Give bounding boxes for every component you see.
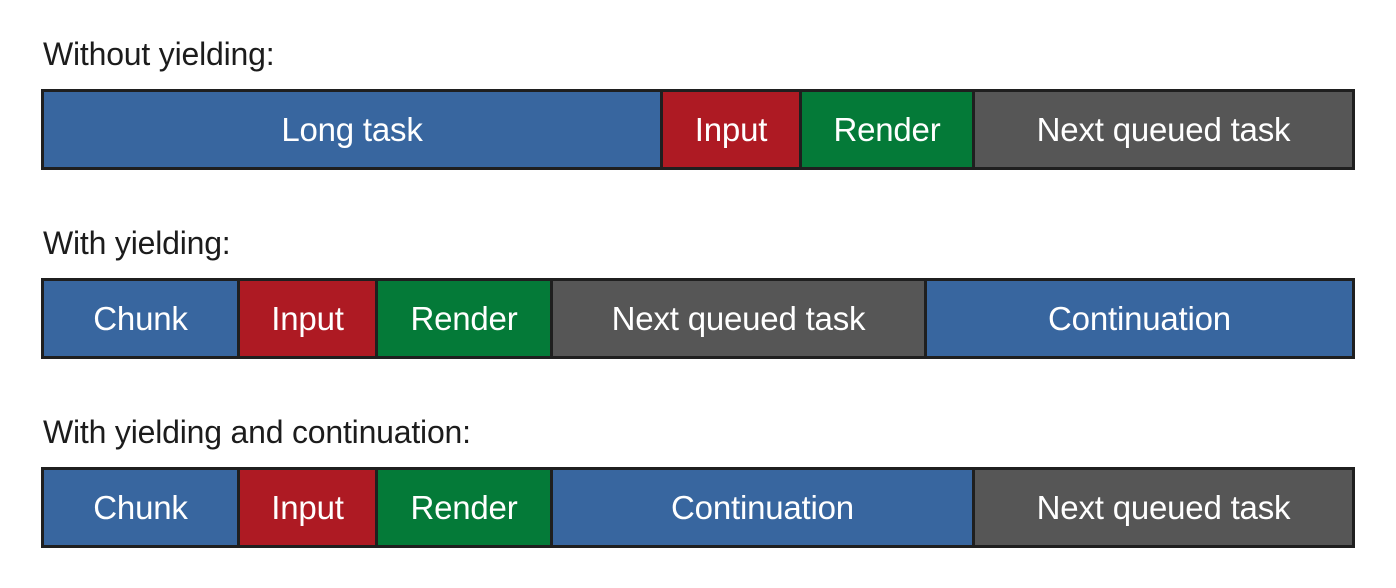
scenario-caption: With yielding and continuation: (43, 414, 471, 450)
timeline-segment-render: Render (378, 281, 553, 356)
timeline-segment-chunk: Chunk (44, 281, 240, 356)
timeline-segment-next-queued-task: Next queued task (975, 470, 1352, 545)
scenario-with-yielding-and-continuation: With yielding and continuation: Chunk In… (41, 410, 1355, 548)
segment-label: Render (410, 299, 518, 337)
timeline-segment-render: Render (802, 92, 975, 167)
scenario-without-yielding: Without yielding: Long task Input Render… (41, 32, 1355, 170)
scenario-caption: With yielding: (43, 225, 231, 261)
scenario-caption: Without yielding: (43, 36, 275, 72)
timeline-segment-continuation: Continuation (553, 470, 975, 545)
timeline-segment-input: Input (240, 470, 378, 545)
segment-label: Render (833, 110, 941, 148)
timeline-segment-render: Render (378, 470, 553, 545)
segment-label: Input (271, 488, 344, 526)
segment-label: Continuation (1048, 299, 1231, 337)
segment-label: Chunk (93, 488, 188, 526)
segment-label: Chunk (93, 299, 188, 337)
segment-label: Render (410, 488, 518, 526)
segment-label: Input (271, 299, 344, 337)
timeline-segment-continuation: Continuation (927, 281, 1352, 356)
timeline-segment-chunk: Chunk (44, 470, 240, 545)
timeline-bar: Long task Input Render Next queued task (41, 89, 1355, 170)
segment-label: Next queued task (1036, 488, 1291, 526)
timeline-segment-input: Input (663, 92, 802, 167)
segment-label: Next queued task (611, 299, 866, 337)
timeline-segment-next-queued-task: Next queued task (975, 92, 1352, 167)
segment-label: Long task (281, 110, 423, 148)
segment-label: Continuation (671, 488, 854, 526)
segment-label: Input (694, 110, 768, 148)
scenario-with-yielding: With yielding: Chunk Input Render Next q… (41, 221, 1355, 359)
segment-label: Next queued task (1036, 110, 1291, 148)
timeline-segment-long-task: Long task (44, 92, 663, 167)
timeline-segment-input: Input (240, 281, 378, 356)
timeline-bar: Chunk Input Render Next queued task Cont… (41, 278, 1355, 359)
timeline-bar: Chunk Input Render Continuation Next que… (41, 467, 1355, 548)
timeline-segment-next-queued-task: Next queued task (553, 281, 927, 356)
